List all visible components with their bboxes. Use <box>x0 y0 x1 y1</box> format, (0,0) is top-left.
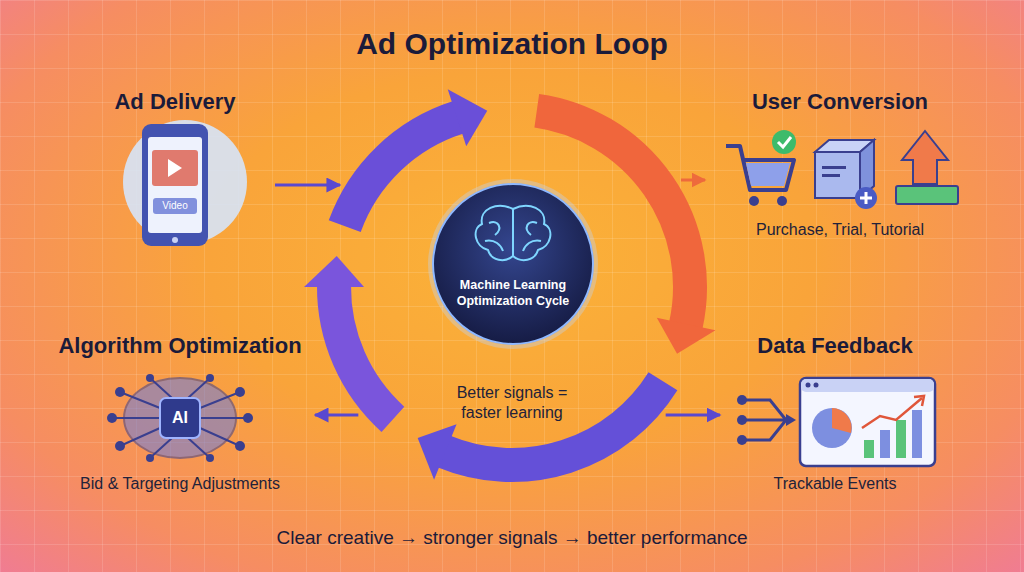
brain-icon <box>523 222 541 251</box>
conversion-icons <box>777 196 787 206</box>
cycle-arrowhead <box>448 89 488 146</box>
phone-icon <box>142 124 208 246</box>
ai-network-icon <box>107 374 253 462</box>
ai-chip-label: AI <box>160 398 200 438</box>
conversion-icons <box>896 186 958 204</box>
ai-network-icon <box>160 398 200 438</box>
dashboard-icon <box>912 410 922 458</box>
conversion-icons <box>902 131 948 184</box>
conversion-icons <box>815 152 860 198</box>
cycle-arrowhead <box>304 256 364 287</box>
cycle-arc <box>345 117 459 226</box>
dashboard-icon <box>786 414 796 426</box>
conversion-icons <box>746 163 790 186</box>
ai-network-icon <box>243 413 253 423</box>
dashboard-icon <box>814 383 819 388</box>
dashboard-icon <box>737 395 747 405</box>
step-description: Trackable Events <box>720 474 950 494</box>
conversion-icons <box>822 166 846 169</box>
flow-arrow <box>275 184 340 187</box>
step-description: Bid & Targeting Adjustments <box>45 474 315 494</box>
phone-icon <box>123 120 247 246</box>
dashboard-icon <box>806 383 811 388</box>
brain-icon <box>512 209 514 256</box>
ai-network-icon <box>206 374 214 382</box>
cycle-arrowhead <box>657 318 716 354</box>
step-heading: Algorithm Optimization <box>45 332 315 359</box>
phone-icon <box>148 137 202 233</box>
dashboard-icon <box>744 400 786 440</box>
dashboard-icon <box>812 408 852 448</box>
ai-network-icon <box>235 387 245 397</box>
caption: Clear creative → stronger signals → bett… <box>0 526 1024 550</box>
cycle-text: Machine Learning Optimization Cycle <box>445 179 581 309</box>
ai-network-icon <box>112 378 248 458</box>
conversion-icons <box>726 130 958 209</box>
brain-icon <box>513 206 550 260</box>
diagram-title: Ad Optimization Loop <box>0 24 1024 64</box>
brain-icon <box>476 206 513 260</box>
dashboard-icon <box>737 415 747 425</box>
ai-network-icon <box>115 441 125 451</box>
dashboard-icon <box>896 420 906 458</box>
conversion-icons <box>772 130 796 154</box>
glow-ring <box>430 181 596 347</box>
ai-network-icon <box>206 454 214 462</box>
cycle-ring <box>304 89 715 480</box>
phone-icon <box>172 237 178 243</box>
phone-icon <box>152 150 198 186</box>
ai-network-icon <box>107 413 117 423</box>
phone-icon <box>153 198 197 214</box>
cycle-arc <box>334 285 393 419</box>
flow-arrow <box>666 414 720 417</box>
step-group: Data FeedbackTrackable Events <box>720 332 950 494</box>
flow-arrow <box>315 414 358 417</box>
step-group: Ad Delivery <box>75 88 275 275</box>
ai-network-icon <box>146 374 154 382</box>
ml-circle <box>433 184 593 344</box>
dashboard-icon <box>880 430 890 458</box>
dashboard-icon <box>832 408 852 433</box>
step-description: Purchase, Trial, Tutorial <box>705 220 975 240</box>
dashboard-icon <box>914 396 924 406</box>
dashboard-icon <box>737 435 747 445</box>
cycle-text: Better signals = faster learning <box>442 87 582 423</box>
ai-network-icon <box>235 441 245 451</box>
conversion-icons <box>749 196 759 206</box>
phone-icon <box>168 159 182 177</box>
cycle-arrowhead <box>418 424 457 480</box>
flow-arrow <box>681 179 705 182</box>
step-group: User ConversionPurchase, Trial, Tutorial <box>705 88 975 240</box>
ml-core-circle: Machine Learning Optimization Cycle <box>428 179 598 349</box>
brain-icon <box>485 222 503 251</box>
conversion-icons <box>822 174 840 177</box>
dashboard-icon <box>800 378 935 466</box>
video-tag: Video <box>153 198 197 214</box>
dashboard-icon <box>862 398 922 428</box>
phone-icon <box>123 120 247 244</box>
ml-circle-shape <box>428 179 598 349</box>
cycle-ring-node: Better signals = faster learningMachine … <box>312 87 712 487</box>
dashboard-icon <box>864 440 874 458</box>
step-heading: User Conversion <box>705 88 975 115</box>
dashboard-icon <box>737 378 935 466</box>
step-heading: Data Feedback <box>720 332 950 359</box>
conversion-icons <box>860 192 872 204</box>
conversion-icons <box>778 137 791 147</box>
step-heading: Ad Delivery <box>75 88 275 115</box>
conversion-icons <box>855 187 877 209</box>
ai-network-icon <box>115 387 125 397</box>
dashboard-icon <box>801 379 934 392</box>
ai-network-icon <box>146 454 154 462</box>
